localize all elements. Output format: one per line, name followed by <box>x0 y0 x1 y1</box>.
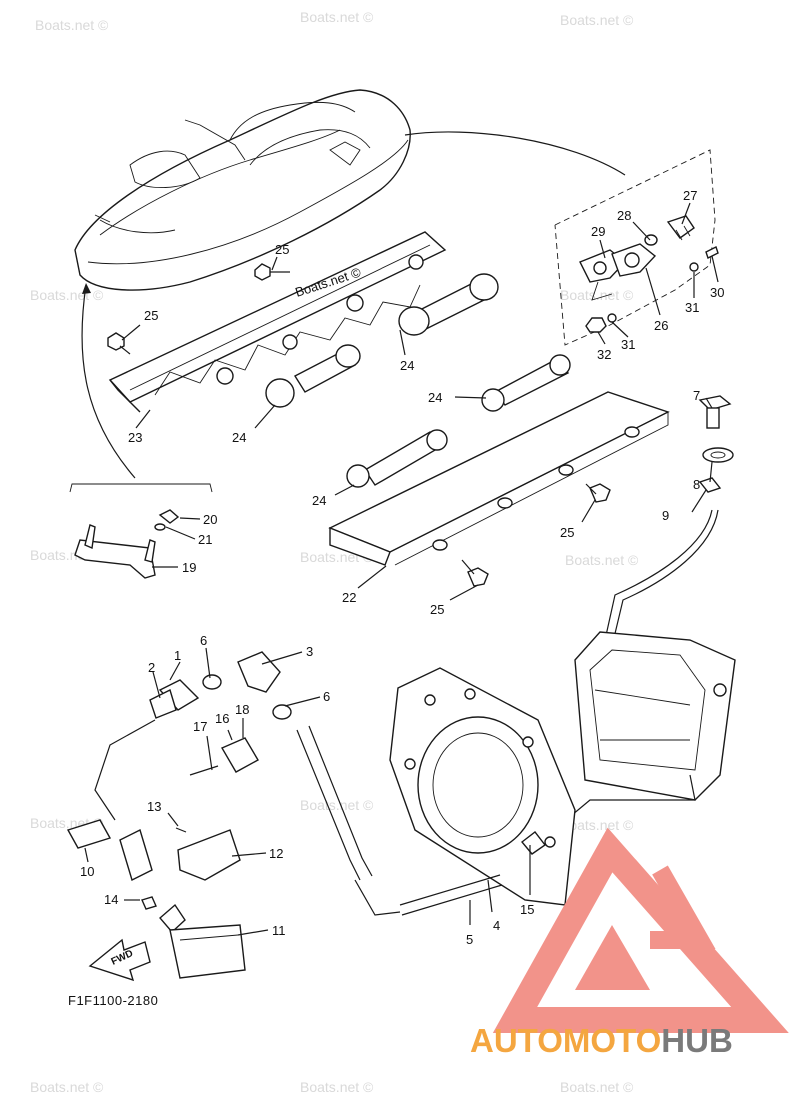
callout: 19 <box>182 560 196 575</box>
callout: 6 <box>200 633 207 648</box>
watermark: Boats.net © <box>300 9 374 25</box>
callout: 16 <box>215 711 229 726</box>
callout: 26 <box>654 318 668 333</box>
callout: 18 <box>235 702 249 717</box>
callout: 24 <box>400 358 414 373</box>
watercraft-illustration <box>74 89 411 291</box>
callout: 15 <box>520 902 534 917</box>
intake-duct-assembly <box>296 667 576 916</box>
callout-labels: 1 2 3 4 5 6 6 7 8 9 10 11 12 13 14 15 16… <box>80 188 724 947</box>
brand-logo-stroke <box>650 865 716 949</box>
callout: 29 <box>591 224 605 239</box>
callout: 12 <box>269 846 283 861</box>
engine-mount-rail-left <box>108 231 447 413</box>
callout: 25 <box>144 308 158 323</box>
callout: 10 <box>80 864 94 879</box>
leader-arc <box>404 131 626 176</box>
callout: 31 <box>685 300 699 315</box>
watermark: Boats.net © <box>300 797 374 813</box>
callout: 23 <box>128 430 142 445</box>
brand-name-part1: AUTOMOTO <box>470 1022 661 1059</box>
watermark: Boats.net © <box>300 1079 374 1095</box>
fwd-arrow: FWD <box>88 938 151 982</box>
brand-logo <box>492 827 789 1033</box>
callout: 9 <box>662 508 669 523</box>
callout: 24 <box>312 493 326 508</box>
callout: 14 <box>104 892 118 907</box>
diagram-code: F1F1100-2180 <box>68 993 158 1008</box>
callout: 28 <box>617 208 631 223</box>
watermark-layer: Boats.net © Boats.net © Boats.net © Boat… <box>30 9 639 1095</box>
callout: 21 <box>198 532 212 547</box>
callout: 24 <box>428 390 442 405</box>
callout: 2 <box>148 660 155 675</box>
watermark: Boats.net © <box>560 287 634 303</box>
callout: 32 <box>597 347 611 362</box>
brand-name: AUTOMOTOHUB <box>470 1022 733 1059</box>
brand-logo-inner <box>575 925 650 990</box>
callout: 27 <box>683 188 697 203</box>
small-bracket-inset <box>69 483 213 579</box>
engine-mount-rail-right <box>328 391 670 566</box>
watermark: Boats.net © <box>30 287 104 303</box>
callout: 13 <box>147 799 161 814</box>
mount-damper-set-lower <box>346 354 571 488</box>
leader-lines <box>84 202 719 936</box>
watermark: Boats.net © <box>560 1079 634 1095</box>
callout: 25 <box>560 525 574 540</box>
watermark: Boats.net © <box>560 12 634 28</box>
callout: 4 <box>493 918 500 933</box>
watermark: Boats.net © <box>565 552 639 568</box>
callout: 24 <box>232 430 246 445</box>
watermark: Boats.net © <box>560 817 634 833</box>
inset-box <box>554 149 716 346</box>
callout: 30 <box>710 285 724 300</box>
callout: 25 <box>430 602 444 617</box>
callout: 6 <box>323 689 330 704</box>
callout: 3 <box>306 644 313 659</box>
mount-damper-set-upper <box>265 273 499 408</box>
brand-name-part2: HUB <box>661 1022 733 1059</box>
drain-plug-assembly <box>579 215 719 333</box>
callout: 5 <box>466 932 473 947</box>
watermark: Boats.net © <box>30 1079 104 1095</box>
hose-fittings <box>66 651 292 881</box>
callout: 25 <box>275 242 289 257</box>
leader-arc <box>81 284 136 479</box>
callout: 7 <box>693 388 700 403</box>
callout: 20 <box>203 512 217 527</box>
callout: 22 <box>342 590 356 605</box>
bilge-plug-parts <box>604 395 734 643</box>
callout: 11 <box>272 923 286 938</box>
callout: 8 <box>693 477 700 492</box>
clamp-filter-parts <box>141 737 259 979</box>
callout: 31 <box>621 337 635 352</box>
callout: 17 <box>193 719 207 734</box>
jet-pump-housing <box>559 631 736 826</box>
bolt-set <box>107 263 611 587</box>
watermark: Boats.net © <box>35 17 109 33</box>
arrow-head <box>82 283 91 294</box>
callout: 1 <box>174 648 181 663</box>
